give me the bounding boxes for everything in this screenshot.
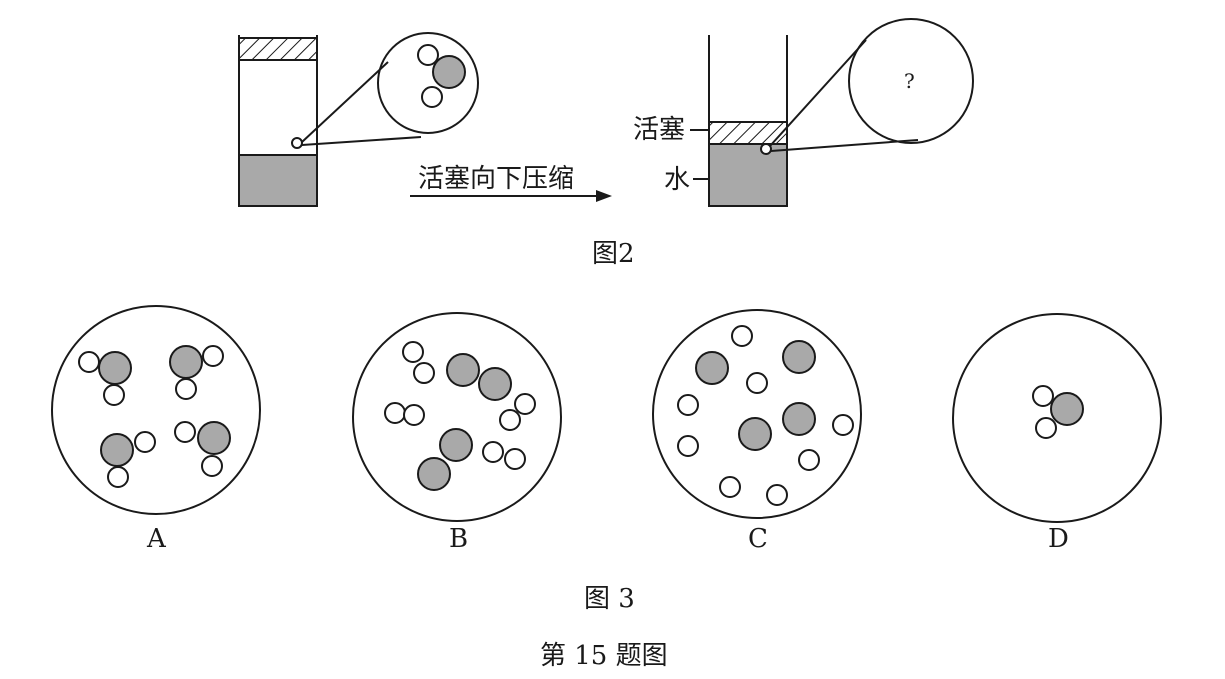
unknown-mark: ? [904, 69, 915, 93]
water-molecule-icon [174, 421, 231, 477]
figure-2-caption: 图2 [592, 239, 635, 269]
right-magnifier-circle [848, 18, 974, 144]
compress-arrow: 活塞向下压缩 [410, 164, 612, 202]
left-water [238, 154, 318, 207]
water-label: 水 [664, 165, 690, 195]
figure-title: 第 15 题图 [540, 641, 668, 671]
water-molecule-icon [169, 345, 224, 400]
water-molecule-icon [78, 351, 132, 406]
sample-point-marker [291, 137, 303, 149]
piston-label: 活塞 [633, 115, 685, 145]
option-a-diagram: A [51, 305, 261, 554]
sample-point-marker [760, 143, 772, 155]
option-b-diagram: B [352, 312, 562, 554]
right-water [708, 143, 788, 207]
left-piston [238, 37, 318, 61]
left-cylinder [238, 35, 318, 207]
right-cylinder [708, 35, 788, 207]
left-magnifier [301, 32, 479, 146]
water-molecule-icon [1032, 385, 1084, 439]
option-c-diagram: C [652, 309, 862, 554]
option-a-label: A [146, 524, 167, 554]
option-d-label: D [1048, 524, 1069, 554]
arrow-label: 活塞向下压缩 [418, 164, 574, 194]
figure-3-caption: 图 3 [584, 584, 635, 614]
option-c-label: C [748, 524, 768, 554]
option-b-label: B [449, 524, 468, 554]
option-d-diagram: D [952, 313, 1162, 554]
water-molecule-icon [417, 44, 466, 108]
figure-3: A B [51, 305, 1162, 614]
water-molecule-icon [100, 431, 156, 488]
right-magnifier: ? [769, 18, 974, 152]
figure-2: 活塞向下压缩 ? 活塞 水 图2 [238, 18, 974, 269]
left-magnifier-circle [377, 32, 479, 134]
